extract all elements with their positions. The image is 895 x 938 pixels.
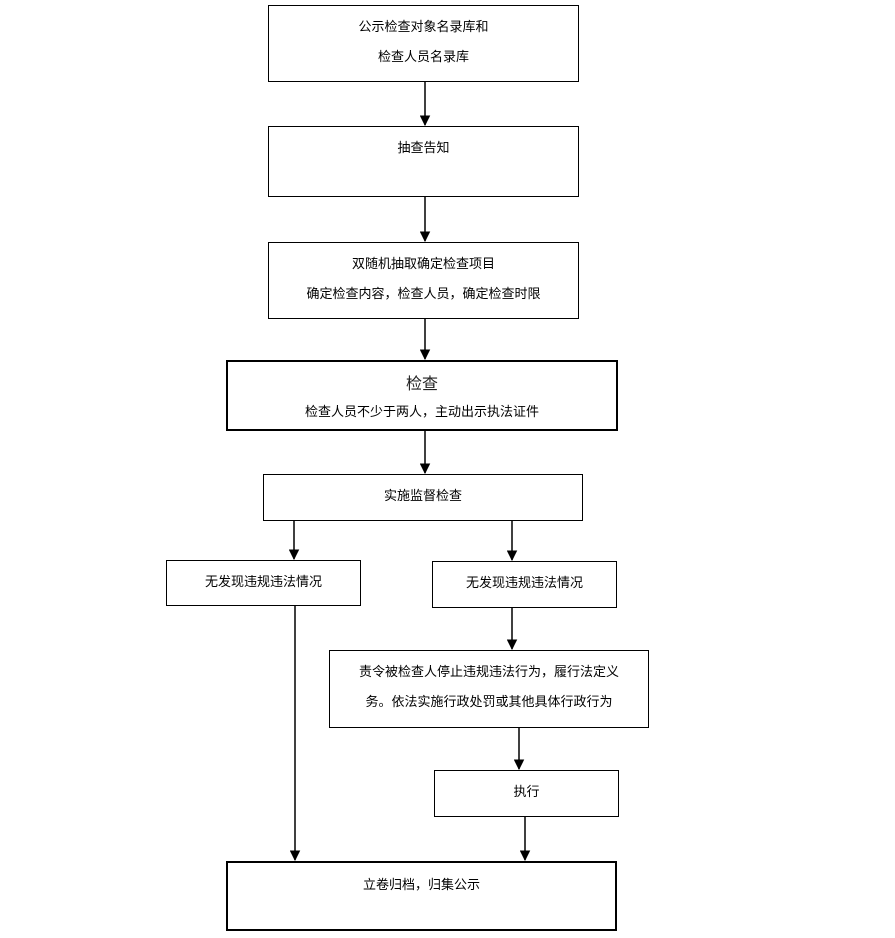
- archive-label: 立卷归档，归集公示: [362, 878, 480, 893]
- random-selection-line2: 确定检查内容，检查人员，确定检查时限: [306, 287, 541, 302]
- order-correction-box: 责令被检查人停止违规违法行为，履行法定义 务。依法实施行政处罚或其他具体行政行为: [329, 650, 649, 728]
- inspection-title: 检查: [405, 374, 438, 393]
- publish-roster-line1: 公示检查对象名录库和: [358, 20, 489, 35]
- no-violation-right-label: 无发现违规违法情况: [465, 576, 583, 591]
- no-violation-left-box: 无发现违规违法情况: [166, 560, 361, 606]
- spot-check-notice-label: 抽查告知: [397, 141, 450, 156]
- inspection-box: 检查 检查人员不少于两人，主动出示执法证件: [226, 360, 618, 431]
- execute-label: 执行: [513, 785, 540, 800]
- archive-box: 立卷归档，归集公示: [226, 861, 617, 931]
- order-correction-line1: 责令被检查人停止违规违法行为，履行法定义: [358, 665, 619, 680]
- random-selection-line1: 双随机抽取确定检查项目: [351, 257, 495, 272]
- supervision-label: 实施监督检查: [383, 489, 462, 504]
- execute-box: 执行: [434, 770, 619, 817]
- no-violation-right-box: 无发现违规违法情况: [432, 561, 617, 608]
- publish-roster-line2: 检查人员名录库: [377, 50, 469, 65]
- no-violation-left-label: 无发现违规违法情况: [204, 575, 322, 590]
- inspection-requirement: 检查人员不少于两人，主动出示执法证件: [304, 405, 539, 420]
- supervision-box: 实施监督检查: [263, 474, 583, 521]
- random-selection-box: 双随机抽取确定检查项目 确定检查内容，检查人员，确定检查时限: [268, 242, 579, 319]
- publish-roster-box: 公示检查对象名录库和 检查人员名录库: [268, 5, 579, 82]
- order-correction-line2: 务。依法实施行政处罚或其他具体行政行为: [365, 695, 613, 710]
- spot-check-notice-box: 抽查告知: [268, 126, 579, 197]
